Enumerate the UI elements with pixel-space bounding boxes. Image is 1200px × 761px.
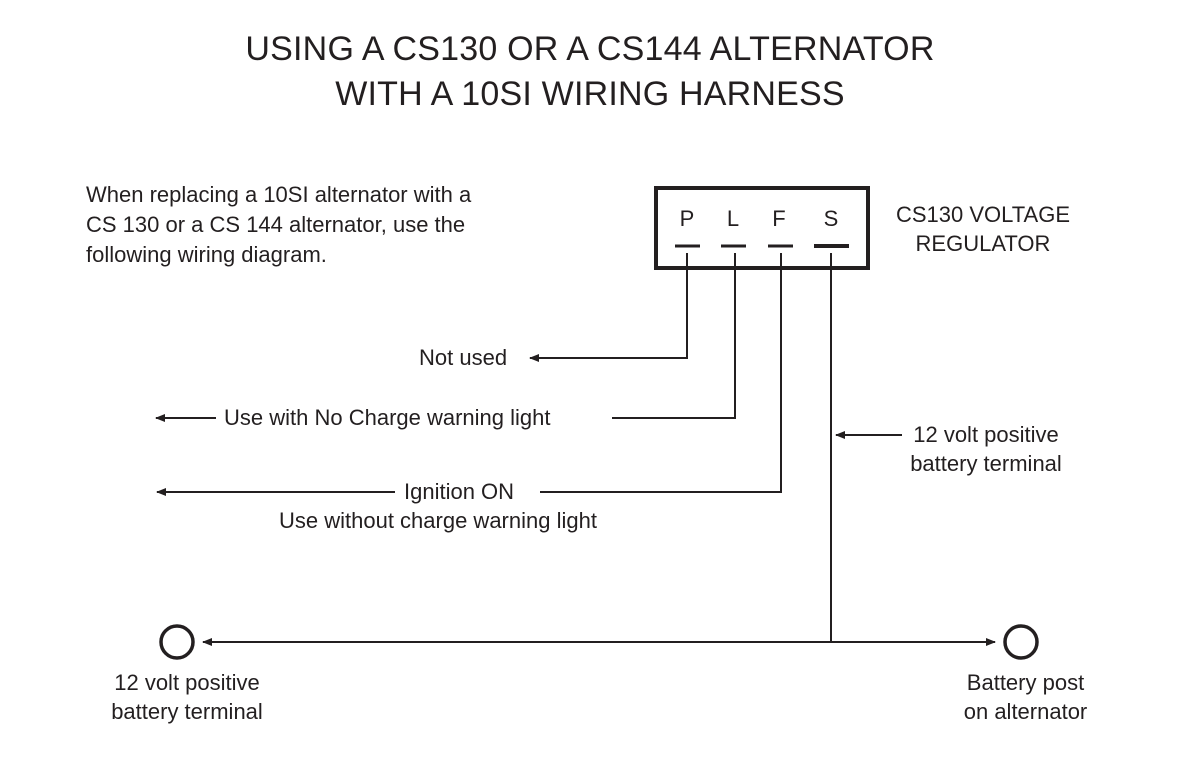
diagram-title-line2: WITH A 10SI WIRING HARNESS: [335, 75, 845, 113]
wire-p: [529, 253, 688, 362]
f-wire-label-line2: Use without charge warning light: [279, 508, 597, 533]
pin-f-label: F: [772, 206, 786, 231]
intro-line2: CS 130 or a CS 144 alternator, use the: [86, 212, 466, 237]
s-wire-label-line2: battery terminal: [910, 451, 1062, 476]
s-wire-label-line1: 12 volt positive: [913, 422, 1059, 447]
s-wire-label: 12 volt positive battery terminal: [898, 420, 1074, 478]
l-wire-label: Use with No Charge warning light: [224, 405, 551, 430]
regulator-label: CS130 VOLTAGE REGULATOR: [868, 200, 1098, 258]
alternator-post-label-line1: Battery post: [966, 670, 1085, 695]
battery-terminal-circle: [159, 624, 195, 660]
pin-s-label: S: [823, 206, 839, 231]
p-wire-label: Not used: [419, 345, 508, 370]
alternator-post-circle: [1003, 624, 1039, 660]
wire-l: [612, 253, 736, 419]
alternator-post-label: Battery post on alternator: [948, 668, 1103, 726]
regulator-label-line2: REGULATOR: [915, 231, 1051, 256]
f-wire-label-line1: Ignition ON: [404, 479, 515, 504]
intro-text: When replacing a 10SI alternator with a …: [86, 180, 566, 270]
alternator-post-label-line2: on alternator: [963, 699, 1088, 724]
intro-line3: following wiring diagram.: [86, 242, 327, 267]
pin-l-label: L: [726, 206, 740, 231]
diagram-title-line1: USING A CS130 OR A CS144 ALTERNATOR: [245, 30, 935, 68]
battery-terminal-label: 12 volt positive battery terminal: [97, 668, 277, 726]
regulator-label-line1: CS130 VOLTAGE: [895, 202, 1071, 227]
pin-p-label: P: [679, 206, 695, 231]
wire-f: [540, 253, 782, 493]
battery-terminal-label-line1: 12 volt positive: [114, 670, 260, 695]
battery-terminal-label-line2: battery terminal: [111, 699, 263, 724]
intro-line1: When replacing a 10SI alternator with a: [86, 182, 472, 207]
voltage-regulator-box: [654, 186, 870, 270]
